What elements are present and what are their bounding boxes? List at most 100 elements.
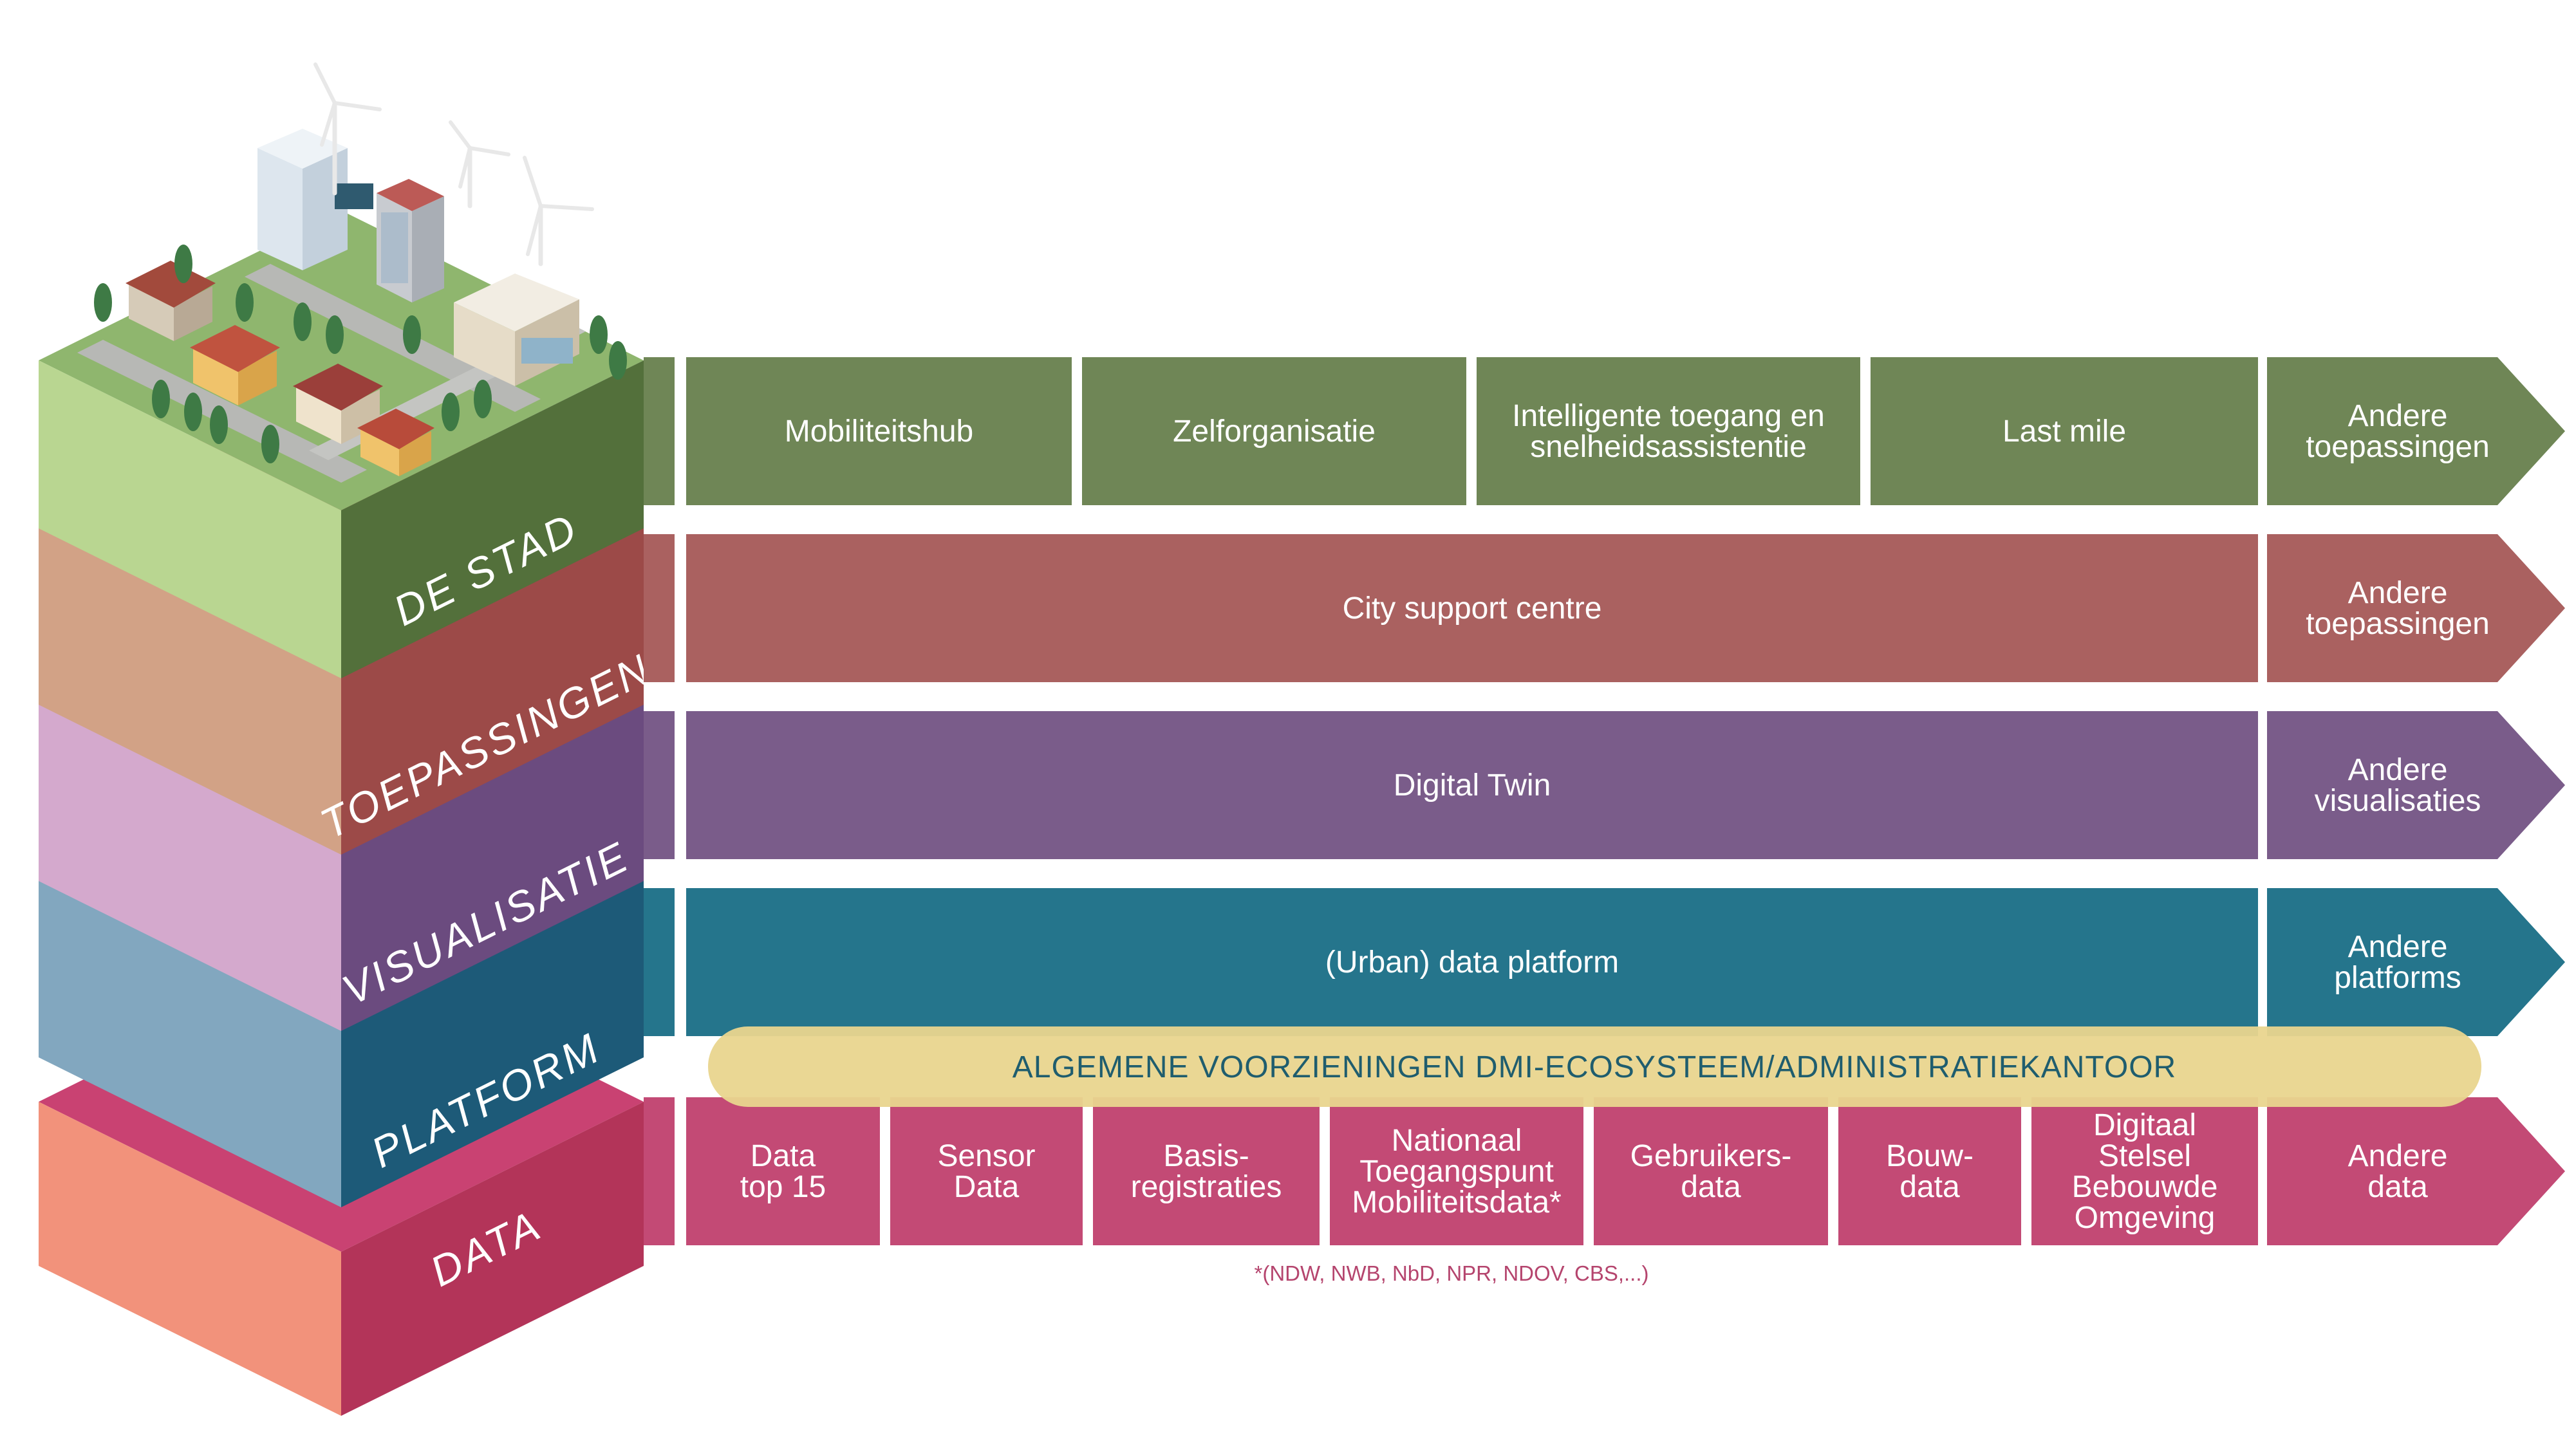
cell-label-line: top 15 bbox=[740, 1170, 826, 1204]
cell bbox=[1477, 357, 1860, 505]
house bbox=[293, 364, 383, 444]
cell-label-line: Gebruikers- bbox=[1630, 1139, 1792, 1173]
cell-label-line: snelheidsassistentie bbox=[1530, 430, 1807, 464]
cell-label-line: Digitaal bbox=[2093, 1108, 2196, 1142]
cell-label: Basis-registraties bbox=[1131, 1139, 1282, 1204]
other-arrow bbox=[2267, 888, 2565, 1036]
cell-label-line: Data bbox=[751, 1139, 816, 1173]
row-connector bbox=[644, 711, 675, 859]
other-label-line: Andere bbox=[2348, 399, 2448, 433]
cell bbox=[686, 711, 2258, 859]
cell-label: Last mile bbox=[2002, 414, 2126, 449]
cell-label-line: (Urban) data platform bbox=[1325, 945, 1619, 979]
cell-label-line: Mobiliteitshub bbox=[785, 414, 973, 449]
cell bbox=[686, 1097, 880, 1245]
cell-label: Digital Twin bbox=[1394, 768, 1551, 803]
cell-label-line: City support centre bbox=[1343, 591, 1602, 626]
commercial-building bbox=[454, 274, 579, 386]
house bbox=[357, 409, 434, 476]
other-label-line: Andere bbox=[2348, 753, 2448, 787]
cell-label-line: Sensor bbox=[937, 1139, 1035, 1173]
other-label-line: toepassingen bbox=[2306, 607, 2490, 641]
cell-label-line: Data bbox=[954, 1170, 1020, 1204]
row-connector bbox=[644, 534, 675, 682]
cell-label: Mobiliteitshub bbox=[785, 414, 973, 449]
block-stad-right bbox=[341, 360, 644, 678]
cell-label-line: Intelligente toegang en bbox=[1512, 399, 1825, 433]
band-label: ALGEMENE VOORZIENINGEN DMI-ECOSYSTEEM/AD… bbox=[1013, 1050, 2176, 1084]
cell-label-line: data bbox=[1899, 1170, 1960, 1204]
cell bbox=[1871, 357, 2258, 505]
other-label-line: toepassingen bbox=[2306, 430, 2490, 464]
city-illustration bbox=[77, 129, 627, 483]
layer-rows: Mobiliteitshub Zelforganisatie Intelligent… bbox=[644, 357, 2565, 1245]
house bbox=[190, 325, 280, 405]
other-label-line: visualisaties bbox=[2315, 784, 2481, 818]
office-tower bbox=[377, 179, 444, 302]
cell-label-line: Mobiliteitsdata* bbox=[1352, 1185, 1562, 1220]
other-label-line: platforms bbox=[2334, 961, 2461, 995]
cell-label: City support centre bbox=[1343, 591, 1602, 626]
cell-label-line: registraties bbox=[1131, 1170, 1282, 1204]
block-platform-right bbox=[341, 871, 644, 1207]
block-stad-left bbox=[39, 360, 341, 678]
cell bbox=[1838, 1097, 2021, 1245]
layer-stack: DE STAD TOEPASSINGEN VISUALISATIE PLATFO… bbox=[39, 62, 658, 1416]
cell-label-line: Omgeving bbox=[2075, 1201, 2216, 1235]
block-toepassingen-left bbox=[39, 518, 341, 855]
cell bbox=[686, 357, 1072, 505]
house bbox=[126, 261, 216, 341]
cell-label-line: Digital Twin bbox=[1394, 768, 1551, 803]
row-connector bbox=[644, 357, 675, 505]
other-arrow bbox=[2267, 357, 2565, 505]
cell bbox=[2031, 1097, 2258, 1245]
wind-turbine-icon bbox=[449, 120, 510, 209]
cell-label-line: data bbox=[1681, 1170, 1741, 1204]
cell-label-line: Nationaal bbox=[1392, 1124, 1522, 1158]
cell-label-line: Bebouwde bbox=[2072, 1170, 2218, 1204]
cell bbox=[1082, 357, 1466, 505]
wind-turbine-icon bbox=[313, 62, 382, 196]
cell-label-line: Basis- bbox=[1163, 1139, 1249, 1173]
cell-label: (Urban) data platform bbox=[1325, 945, 1619, 979]
cell bbox=[1093, 1097, 1320, 1245]
block-platform-left bbox=[39, 871, 341, 1207]
other-arrow bbox=[2267, 711, 2565, 859]
block-data-left bbox=[39, 1102, 341, 1416]
block-toepassingen-right bbox=[341, 518, 644, 855]
cell-label-line: Bouw- bbox=[1886, 1139, 1974, 1173]
general-provisions-band: ALGEMENE VOORZIENINGEN DMI-ECOSYSTEEM/AD… bbox=[708, 1026, 2481, 1107]
cell-label-line: Zelforganisatie bbox=[1173, 414, 1376, 449]
cell-label-line: Stelsel bbox=[2098, 1139, 2191, 1173]
cell-label: Bouw-data bbox=[1886, 1139, 1974, 1204]
row-connector bbox=[644, 888, 675, 1036]
block-visualisatie-left bbox=[39, 694, 341, 1031]
wind-turbine-icon bbox=[523, 156, 594, 266]
other-arrow bbox=[2267, 534, 2565, 682]
cell-label: Gebruikers-data bbox=[1630, 1139, 1792, 1204]
other-label-line: Andere bbox=[2348, 1139, 2448, 1173]
cell bbox=[686, 534, 2258, 682]
block-data-right bbox=[341, 1102, 644, 1416]
footnote: *(NDW, NWB, NbD, NPR, NDOV, CBS,...) bbox=[1254, 1261, 1648, 1285]
trees bbox=[94, 245, 627, 463]
other-label-line: data bbox=[2367, 1170, 2428, 1204]
cell bbox=[1594, 1097, 1828, 1245]
cell-label-line: Toegangspunt bbox=[1359, 1155, 1554, 1189]
cell bbox=[686, 888, 2258, 1036]
